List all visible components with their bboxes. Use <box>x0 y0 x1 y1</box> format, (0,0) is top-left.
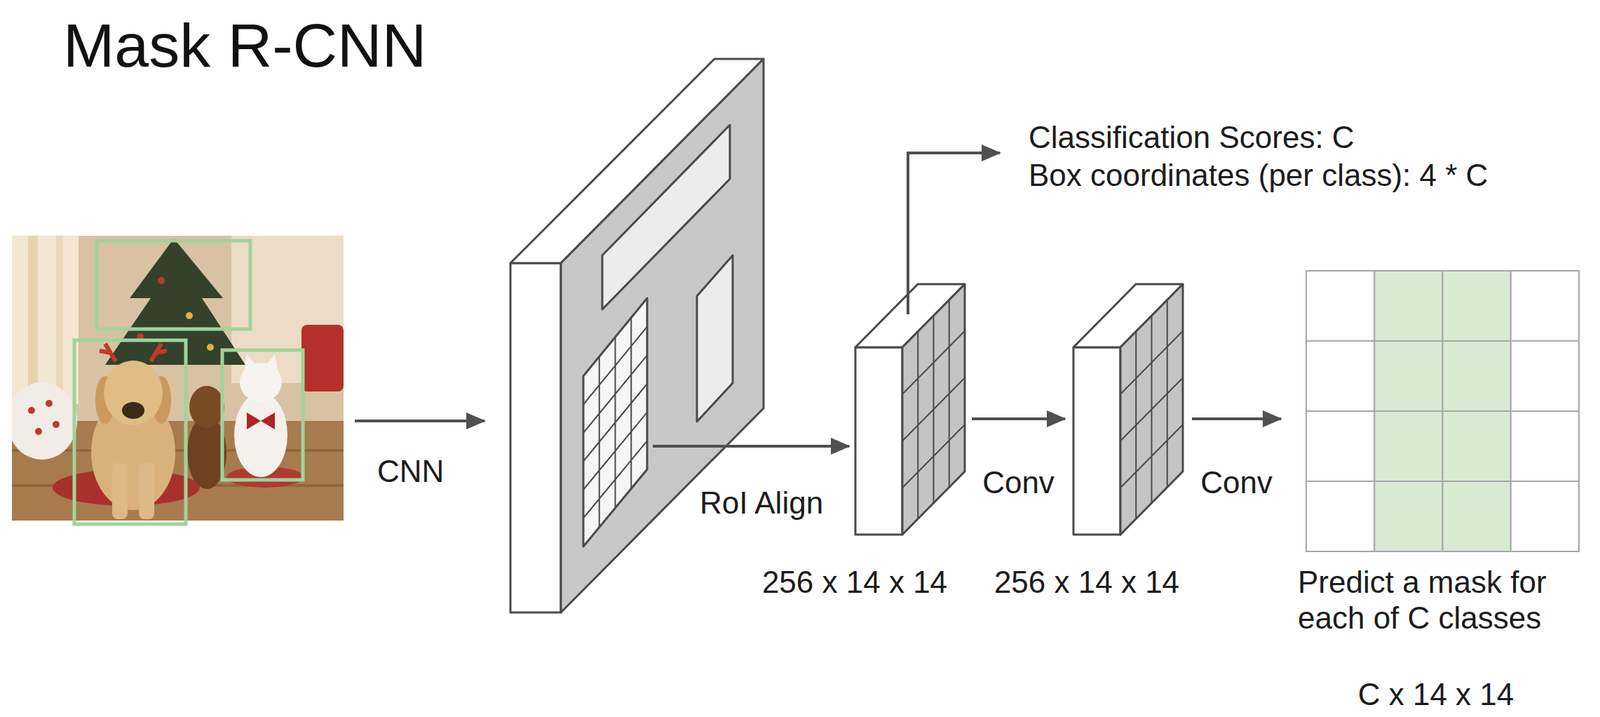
stage-label: RoI Align <box>699 484 824 522</box>
input-photo <box>105 238 246 365</box>
mask-cell <box>1374 480 1443 552</box>
feature-tensor: 256 x 14 x 14 <box>1073 283 1183 535</box>
mask-cell <box>1510 410 1579 481</box>
tensor-side <box>1120 283 1183 535</box>
mask-cell <box>1442 340 1511 411</box>
mask-cell <box>1306 270 1375 341</box>
input-photo <box>234 392 288 477</box>
input-photo <box>301 324 344 392</box>
input-photo <box>11 235 344 521</box>
input-photo <box>11 235 344 521</box>
input-photo <box>206 343 214 351</box>
input-photo <box>56 235 64 404</box>
input-photo <box>185 312 193 320</box>
detection-box <box>222 349 303 480</box>
feature-map <box>510 58 764 613</box>
stage-label: Box coordinates (per class): 4 * C <box>1028 157 1488 195</box>
input-photo <box>35 427 43 435</box>
stage-label: Classification Scores: C <box>1028 119 1355 157</box>
mask-cell <box>1510 270 1579 341</box>
mask-cell <box>1374 270 1443 341</box>
operation-label: Conv <box>982 464 1055 502</box>
mask-output: Predict a mask for each of C classesC x … <box>1306 270 1579 552</box>
tensor-grid-line <box>902 424 965 488</box>
feature-map <box>696 255 733 422</box>
stage-label: CNN <box>377 452 444 491</box>
input-photo <box>112 462 128 519</box>
input-photo <box>103 360 163 425</box>
input-photo <box>121 401 145 419</box>
input-photo <box>28 406 36 414</box>
mask-cell <box>1306 480 1375 552</box>
detection-box <box>96 240 251 329</box>
tensor-grid-line <box>1120 424 1183 488</box>
feature-map <box>560 58 764 613</box>
mask-cell <box>1306 340 1375 411</box>
mask-cell <box>1442 480 1511 552</box>
input-photo <box>189 385 225 428</box>
input-photo <box>260 412 275 430</box>
input-photo <box>52 420 60 428</box>
node-caption: Predict a mask for each of C classes <box>1297 563 1579 636</box>
input-photo <box>138 462 155 519</box>
input-photo <box>99 343 167 362</box>
title: Mask R-CNN <box>63 8 427 83</box>
input-photo <box>246 412 261 430</box>
tensor-block <box>855 283 965 535</box>
flow-arrow <box>1191 417 1281 420</box>
input-photo <box>239 362 282 402</box>
tensor-front <box>1073 347 1121 535</box>
feature-tensor: 256 x 14 x 14 <box>855 283 965 535</box>
flow-arrow <box>971 417 1066 420</box>
detection-box <box>74 340 186 524</box>
flow-arrow <box>354 419 485 423</box>
operation-label: Conv <box>1200 464 1273 502</box>
input-photo <box>45 399 53 407</box>
mask-cell <box>1374 340 1443 411</box>
tensor-grid-line <box>1120 377 1183 442</box>
tensor-front <box>855 347 903 535</box>
node-shape <box>1073 283 1183 535</box>
tensor-side <box>902 283 965 535</box>
mask-cell <box>1442 410 1511 481</box>
tensor-grid-line <box>1166 300 1169 488</box>
input-photo <box>11 382 78 460</box>
dimension-label: C x 14 x 14 <box>1358 675 1515 714</box>
input-photo <box>157 276 165 284</box>
node-caption: 256 x 14 x 14 <box>994 563 1180 601</box>
mask-cell <box>1442 270 1511 341</box>
input-photo <box>11 235 79 404</box>
feature-map <box>510 262 561 613</box>
detection-box <box>74 240 303 524</box>
feature-map <box>583 297 648 547</box>
mask-cell <box>1374 410 1443 481</box>
node-shape <box>1306 270 1579 552</box>
node-caption: 256 x 14 x 14 <box>762 563 948 601</box>
tensor-block <box>1073 283 1183 535</box>
tensor-grid-line <box>902 377 965 442</box>
mask-cell <box>1306 410 1375 481</box>
node-shape <box>855 283 965 535</box>
input-photo <box>28 235 38 404</box>
mask-cell <box>1510 480 1579 552</box>
tensor-grid-line <box>948 300 951 488</box>
mask-cell <box>1510 340 1579 411</box>
feature-map <box>583 317 648 528</box>
flow-arrow <box>652 444 850 448</box>
